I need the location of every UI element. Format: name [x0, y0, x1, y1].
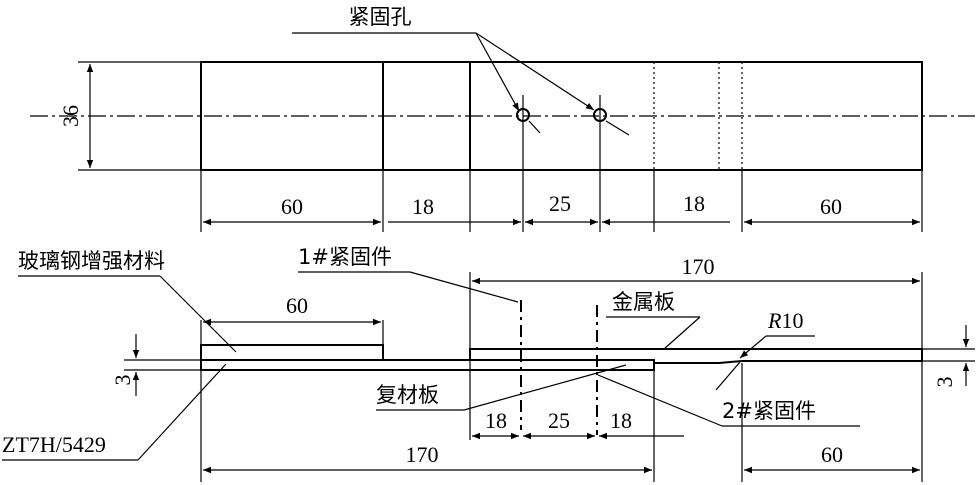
- radius-label: R10: [767, 308, 803, 333]
- grp-reinforcement-tab: [200, 344, 384, 361]
- leader-line: [159, 275, 237, 353]
- dim-label-3: 3: [110, 375, 135, 386]
- top-view: 紧固孔 36 60 18 25 18 60: [30, 5, 975, 232]
- dim-label-25: 25: [549, 191, 571, 216]
- leader-line: [739, 335, 767, 359]
- dim-label-18: 18: [610, 408, 632, 433]
- dim-label-25: 25: [548, 408, 570, 433]
- fastener-holes-label: 紧固孔: [349, 5, 412, 29]
- composite-plate-label: 复材板: [376, 383, 439, 407]
- composite-plate: [200, 359, 655, 371]
- dim-label-60: 60: [821, 442, 843, 467]
- leader-line: [715, 361, 741, 391]
- dim-label-60: 60: [286, 293, 308, 318]
- leader-line: [475, 32, 595, 111]
- leader-line: [528, 120, 541, 134]
- dim-label-36: 36: [58, 105, 83, 127]
- leader-line: [597, 374, 723, 427]
- leader-line: [663, 316, 701, 350]
- fastener-1-label: 1#紧固件: [298, 245, 392, 269]
- dim-label-170: 170: [682, 254, 715, 279]
- fastener-2-label: 2#紧固件: [722, 399, 816, 423]
- dim-label-3: 3: [932, 377, 957, 388]
- dim-label-170: 170: [406, 442, 439, 467]
- dim-label-60: 60: [820, 194, 842, 219]
- leader-line: [475, 32, 520, 112]
- metal-plate: [469, 348, 923, 364]
- leader-line: [605, 120, 630, 136]
- metal-plate-label: 金属板: [612, 290, 675, 314]
- side-view: 玻璃钢增强材料 60 1#紧固件 170 金属板 R10 3: [2, 245, 975, 482]
- dim-label-60: 60: [281, 194, 303, 219]
- dim-label-18: 18: [683, 191, 705, 216]
- adhesive-label: ZT7H/5429: [2, 432, 106, 457]
- leader-line: [409, 271, 519, 303]
- leader-line: [463, 364, 627, 411]
- leader-line: [137, 363, 227, 461]
- dim-label-18: 18: [485, 408, 507, 433]
- dim-label-18: 18: [412, 194, 434, 219]
- grp-reinforcement-label: 玻璃钢增强材料: [18, 249, 165, 273]
